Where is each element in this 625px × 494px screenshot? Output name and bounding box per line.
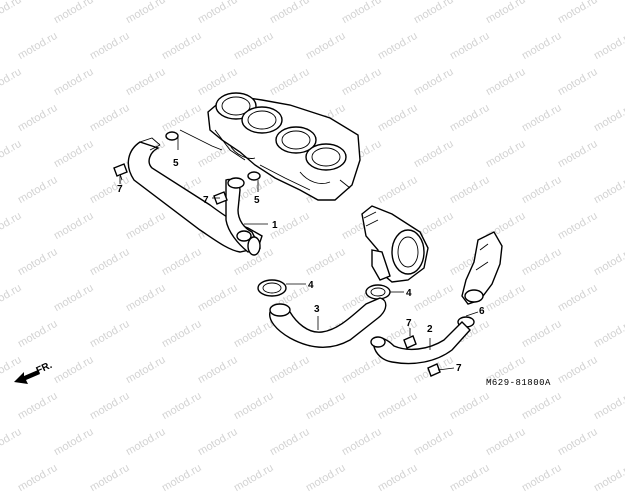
hose-clamp-4-a	[257, 279, 287, 297]
callout-6: 6	[479, 306, 485, 317]
water-pump-housing	[361, 205, 429, 283]
callout-7-d: 7	[456, 363, 462, 374]
bolt-7-b	[213, 191, 228, 205]
callout-5-a: 5	[173, 158, 179, 169]
front-arrow-icon	[14, 370, 40, 384]
diagram-code: M629-81800A	[486, 378, 551, 388]
o-ring-5-a	[165, 131, 179, 141]
callout-5-b: 5	[254, 195, 260, 206]
bolt-7-c	[403, 335, 417, 349]
callout-7-a: 7	[117, 184, 123, 195]
callout-4-b: 4	[406, 288, 412, 299]
hose-2	[370, 321, 471, 365]
parts-diagram: 5 5 7 7 1 4 4 3 7 2 6 7 FR. M629-81800A	[14, 92, 551, 388]
hose-1	[127, 137, 263, 256]
callout-7-b: 7	[203, 195, 209, 206]
hose-3	[269, 297, 387, 348]
bolt-7-d	[427, 363, 441, 377]
callout-7-c: 7	[406, 318, 412, 329]
bolt-7-a	[113, 163, 128, 181]
throttle-body-assembly	[207, 92, 361, 201]
callout-3: 3	[314, 304, 320, 315]
callout-2: 2	[427, 324, 433, 335]
hose-clamp-4-b	[365, 284, 391, 300]
callout-1: 1	[272, 220, 278, 231]
thermostat-housing	[461, 231, 503, 305]
leader-lines	[119, 129, 479, 371]
callout-4-a: 4	[308, 280, 314, 291]
front-label: FR.	[35, 360, 54, 377]
o-ring-5-b	[247, 171, 261, 181]
